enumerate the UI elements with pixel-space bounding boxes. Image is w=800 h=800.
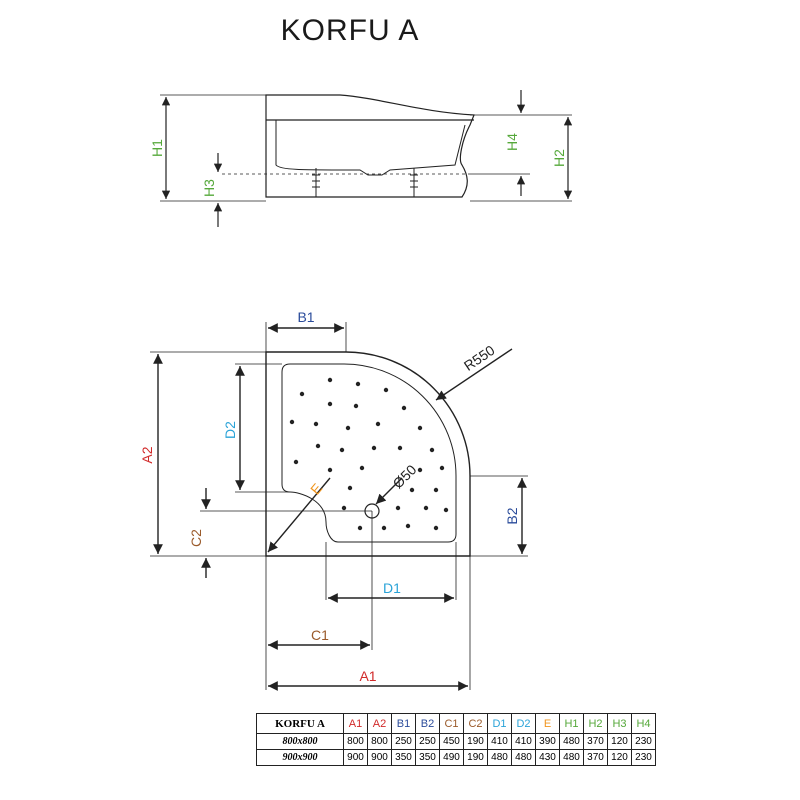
table-header-d2: D2 bbox=[511, 713, 536, 734]
table-header-h4: H4 bbox=[631, 713, 656, 734]
table-header-d1: D1 bbox=[487, 713, 512, 734]
table-cell: 480 bbox=[559, 749, 584, 766]
table-cell: 190 bbox=[463, 749, 488, 766]
label-d2: D2 bbox=[222, 421, 238, 439]
table-row-model: 800x800 bbox=[256, 733, 344, 750]
table-header-a2: A2 bbox=[367, 713, 392, 734]
label-b2: B2 bbox=[504, 507, 520, 524]
top-view bbox=[150, 322, 528, 691]
label-a2: A2 bbox=[139, 446, 155, 463]
side-view bbox=[160, 90, 573, 227]
label-h2: H2 bbox=[551, 149, 567, 167]
label-r550: R550 bbox=[461, 342, 498, 374]
table-header-b2: B2 bbox=[415, 713, 440, 734]
table-cell: 800 bbox=[343, 733, 368, 750]
tray-basin bbox=[275, 120, 466, 176]
table-header-h2: H2 bbox=[583, 713, 608, 734]
label-c1: C1 bbox=[311, 627, 329, 643]
table-cell: 410 bbox=[511, 733, 536, 750]
table-cell: 800 bbox=[367, 733, 392, 750]
table-cell: 430 bbox=[535, 749, 560, 766]
dim-line-r550 bbox=[435, 348, 513, 401]
table-cell: 230 bbox=[631, 733, 656, 750]
page-title: KORFU A bbox=[280, 14, 420, 47]
table-cell: 480 bbox=[511, 749, 536, 766]
table-header-e: E bbox=[535, 713, 560, 734]
table-header-h3: H3 bbox=[607, 713, 632, 734]
table-row-model: 900x900 bbox=[256, 749, 344, 766]
table-cell: 350 bbox=[415, 749, 440, 766]
label-h4: H4 bbox=[504, 133, 520, 151]
table-cell: 250 bbox=[391, 733, 416, 750]
anti-slip-dots bbox=[289, 377, 449, 531]
tray-side-outline bbox=[265, 94, 475, 198]
table-cell: 480 bbox=[559, 733, 584, 750]
dim-line-drain bbox=[375, 477, 403, 505]
table-cell: 120 bbox=[607, 749, 632, 766]
table-header-b1: B1 bbox=[391, 713, 416, 734]
table-cell: 370 bbox=[583, 733, 608, 750]
tray-outer-outline bbox=[265, 351, 471, 557]
technical-drawing: H1 H3 H4 H2 bbox=[139, 90, 573, 691]
table-header-c2: C2 bbox=[463, 713, 488, 734]
table-cell: 900 bbox=[343, 749, 368, 766]
table-cell: 490 bbox=[439, 749, 464, 766]
tray-inner-outline bbox=[281, 363, 457, 543]
support-feet bbox=[312, 168, 418, 197]
label-b1: B1 bbox=[297, 309, 314, 325]
label-e: E bbox=[307, 480, 325, 497]
table-cell: 450 bbox=[439, 733, 464, 750]
table-cell: 120 bbox=[607, 733, 632, 750]
table-cell: 250 bbox=[415, 733, 440, 750]
table-header-c1: C1 bbox=[439, 713, 464, 734]
table-cell: 230 bbox=[631, 749, 656, 766]
dim-line-e bbox=[267, 477, 331, 553]
table-cell: 350 bbox=[391, 749, 416, 766]
table-cell: 900 bbox=[367, 749, 392, 766]
label-d1: D1 bbox=[383, 580, 401, 596]
label-h1: H1 bbox=[149, 139, 165, 157]
table-header-h1: H1 bbox=[559, 713, 584, 734]
table-cell: 480 bbox=[487, 749, 512, 766]
label-c2: C2 bbox=[188, 529, 204, 547]
table-header-model: KORFU A bbox=[256, 713, 344, 734]
table-cell: 370 bbox=[583, 749, 608, 766]
table-cell: 190 bbox=[463, 733, 488, 750]
label-h3: H3 bbox=[201, 179, 217, 197]
table-cell: 410 bbox=[487, 733, 512, 750]
table-cell: 390 bbox=[535, 733, 560, 750]
table-header-a1: A1 bbox=[343, 713, 368, 734]
label-a1: A1 bbox=[359, 668, 376, 684]
